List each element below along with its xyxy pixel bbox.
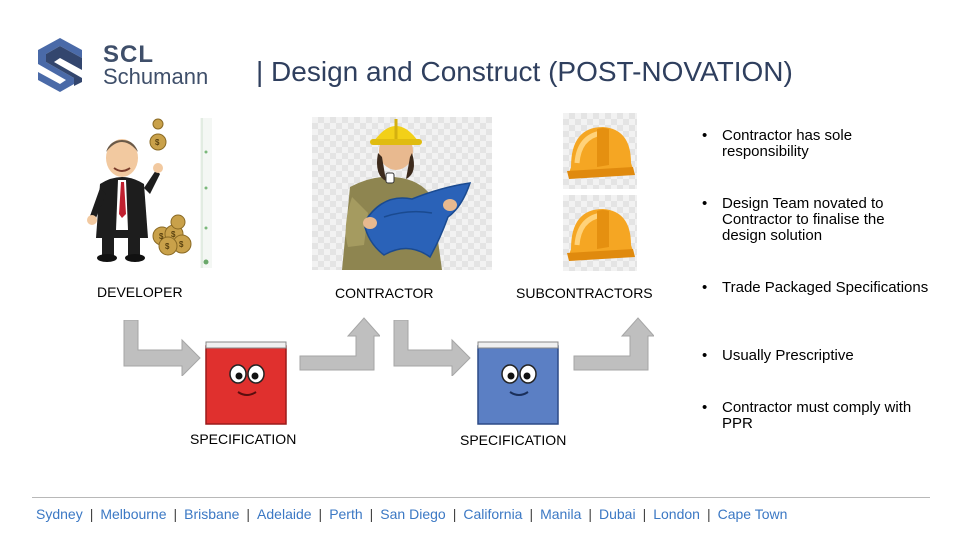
developer-businessman-image: $$$$$: [87, 118, 212, 268]
footer-separator: |: [89, 506, 94, 522]
specification-label-1: SPECIFICATION: [190, 431, 297, 447]
scl-logo-icon: [38, 38, 82, 92]
footer-cities: Sydney | Melbourne | Brisbane | Adelaide | Perth…: [36, 506, 787, 522]
footer-separator: |: [706, 506, 711, 522]
footer-city: Dubai: [599, 506, 636, 522]
footer-separator: |: [642, 506, 647, 522]
footer-separator: |: [452, 506, 457, 522]
footer-city: Cape Town: [717, 506, 788, 522]
arrow-spec-to-subcontractors: [573, 317, 654, 371]
logo-text-scl: SCL: [103, 41, 154, 68]
slide-title: | Design and Construct (POST-NOVATION): [256, 56, 793, 87]
footer-city: San Diego: [380, 506, 446, 522]
svg-text:$: $: [159, 232, 164, 241]
contractor-worker-image: [342, 119, 472, 270]
developer-label: DEVELOPER: [97, 284, 183, 300]
helmet-icon: [563, 113, 637, 189]
bullet-item: Contractor must comply with PPR: [700, 400, 930, 432]
footer-separator: |: [246, 506, 251, 522]
arrow-contractor-to-spec: [393, 320, 471, 376]
bullet-item: Contractor has sole responsibility: [700, 128, 930, 160]
specification-book-red-icon: [205, 341, 287, 425]
specification-book-blue-icon: [477, 341, 559, 425]
svg-text:$: $: [165, 242, 170, 251]
footer-city: Adelaide: [257, 506, 312, 522]
footer-city: California: [463, 506, 523, 522]
specification-label-2: SPECIFICATION: [460, 432, 567, 448]
contractor-label: CONTRACTOR: [335, 285, 434, 301]
footer-separator: |: [318, 506, 323, 522]
bullet-item: Design Team novated to Contractor to fin…: [700, 196, 930, 244]
footer-city: Sydney: [36, 506, 83, 522]
svg-text:$: $: [155, 138, 160, 147]
arrow-developer-to-spec: [123, 320, 201, 376]
svg-text:$: $: [179, 240, 184, 249]
logo-text-schumann: Schumann: [103, 64, 209, 89]
footer-city: London: [653, 506, 700, 522]
footer-divider: [32, 497, 930, 498]
footer-separator: |: [369, 506, 374, 522]
footer-separator: |: [529, 506, 534, 522]
footer-city: Melbourne: [100, 506, 167, 522]
footer-separator: |: [588, 506, 592, 522]
svg-text:$: $: [171, 230, 176, 239]
helmet-icon: [563, 195, 637, 271]
bullet-item: Trade Packaged Specifications: [700, 280, 930, 297]
footer-city: Manila: [540, 506, 582, 522]
bullet-item: Usually Prescriptive: [700, 348, 930, 365]
footer-separator: |: [173, 506, 178, 522]
footer-city: Brisbane: [184, 506, 240, 522]
subcontractors-label: SUBCONTRACTORS: [516, 285, 653, 301]
footer-city: Perth: [329, 506, 363, 522]
arrow-spec-to-contractor: [299, 317, 380, 371]
